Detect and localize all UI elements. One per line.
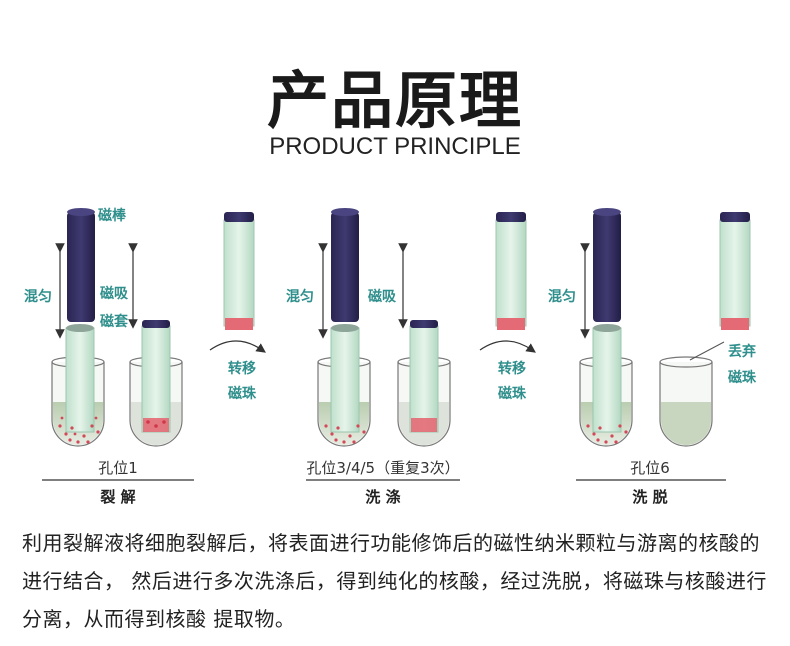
beads-attached-2 (143, 418, 169, 432)
beads-dispersed-3 (324, 424, 366, 444)
label-sleeve: 磁套 (100, 313, 128, 330)
sleeve-with-rod-2 (141, 325, 171, 433)
moving-rod-2 (495, 219, 527, 327)
label-magnetic-rod: 磁棒 (98, 207, 127, 224)
beads-dispersed-1 (58, 416, 100, 444)
pointer-line (689, 341, 725, 361)
label-discard-b: 磁珠 (728, 369, 757, 386)
magnetic-rod-2 (331, 212, 359, 322)
step-2-name: 洗 涤 (365, 488, 400, 506)
label-adsorb-1: 磁吸 (100, 285, 129, 302)
label-mix-2: 混匀 (286, 288, 314, 305)
principle-diagram: 磁棒 混匀 磁吸 磁套 转移 磁珠 混匀 磁吸 (24, 207, 757, 506)
step-3-well: 孔位6 (630, 459, 670, 477)
step-3-name: 洗 脱 (632, 488, 667, 506)
magnetic-rod-3 (593, 212, 621, 322)
step-1-well: 孔位1 (98, 459, 138, 477)
label-transfer-2a: 转移 (498, 360, 526, 377)
label-transfer-2b: 磁珠 (498, 385, 527, 402)
label-transfer-1a: 转移 (228, 360, 256, 377)
label-discard-a: 丢弃 (728, 343, 756, 360)
magnetic-rod-top (67, 208, 95, 216)
label-mix-3: 混匀 (548, 288, 576, 305)
transfer-arrow-1 (209, 340, 266, 353)
sleeve-1 (65, 327, 95, 433)
beads-dispersed-5 (586, 424, 628, 444)
label-mix-1: 混匀 (24, 288, 52, 305)
moving-rod-3 (719, 219, 751, 327)
page-subtitle: PRODUCT PRINCIPLE (269, 133, 521, 160)
label-transfer-1b: 磁珠 (228, 385, 257, 402)
step-1-name: 裂 解 (99, 488, 135, 506)
principle-description: 利用裂解液将细胞裂解后，将表面进行功能修饰后的磁性纳米颗粒与游离的核酸的进行结合… (22, 531, 767, 631)
transfer-arrow-2 (479, 340, 536, 353)
step-2-well: 孔位3/4/5（重复3次） (306, 459, 459, 477)
page-title: 产品原理 (266, 64, 523, 137)
moving-rod-1 (223, 219, 255, 327)
magnetic-rod (67, 212, 95, 322)
label-adsorb-2: 磁吸 (368, 288, 397, 305)
